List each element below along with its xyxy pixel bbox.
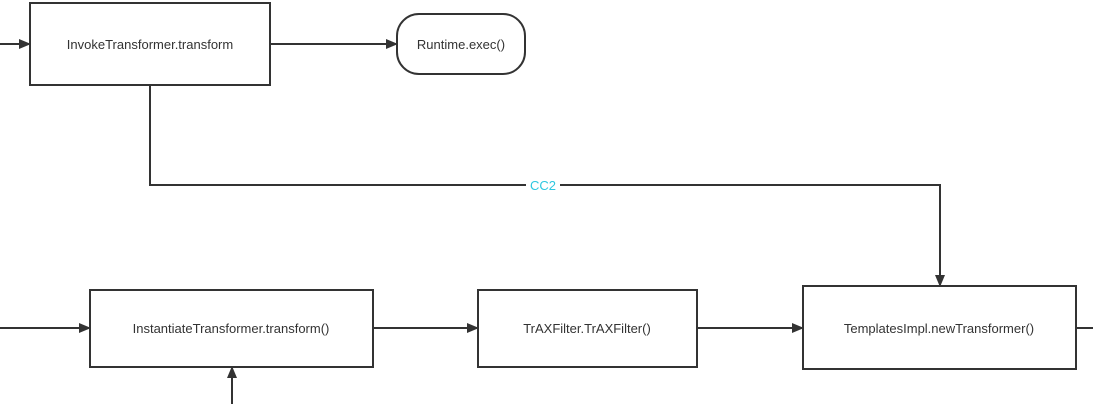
node-runtime-exec[interactable]: Runtime.exec() [396,13,526,75]
node-traxfilter-label: TrAXFilter.TrAXFilter() [523,321,651,336]
node-instantiate-transformer-label: InstantiateTransformer.transform() [133,321,330,336]
node-templatesimpl[interactable]: TemplatesImpl.newTransformer() [802,285,1077,370]
node-templatesimpl-label: TemplatesImpl.newTransformer() [844,321,1034,336]
node-invoke-transformer-label: InvokeTransformer.transform [67,37,233,52]
node-instantiate-transformer[interactable]: InstantiateTransformer.transform() [89,289,374,368]
edge-label-cc2: CC2 [530,178,556,193]
cc2-label-bg [526,178,560,192]
node-traxfilter[interactable]: TrAXFilter.TrAXFilter() [477,289,698,368]
node-invoke-transformer[interactable]: InvokeTransformer.transform [29,2,271,86]
node-runtime-exec-label: Runtime.exec() [417,37,505,52]
